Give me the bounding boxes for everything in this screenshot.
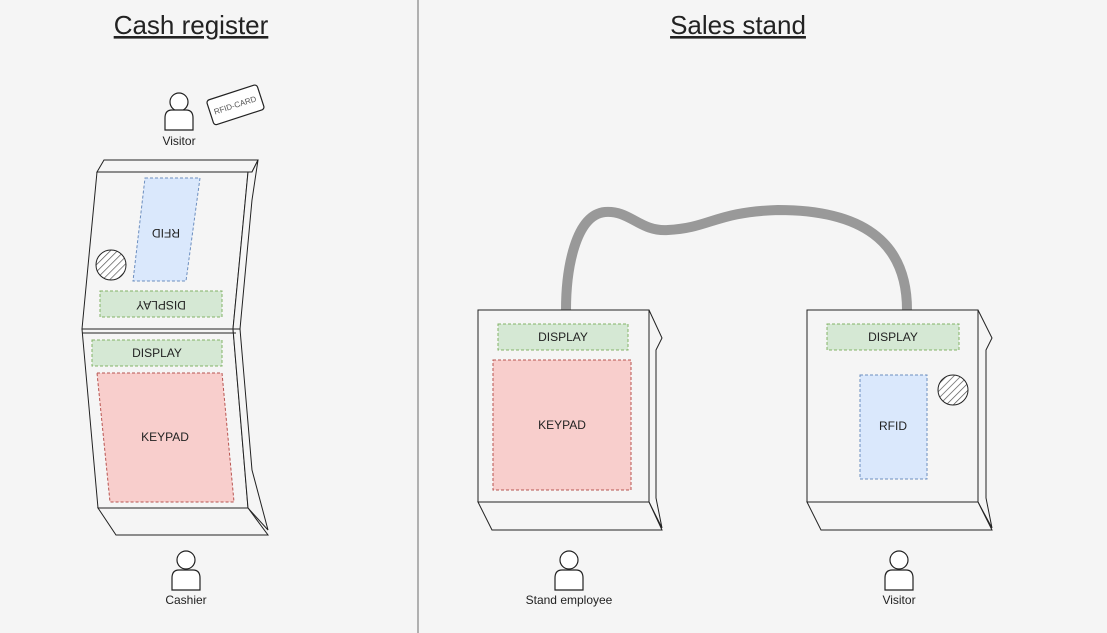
visitor-label: Visitor — [162, 134, 195, 148]
stand-right-rfid: RFID — [859, 374, 928, 480]
stand-right-display-label: DISPLAY — [868, 330, 918, 344]
stand-right-display: DISPLAY — [826, 323, 960, 351]
stand-left-display: DISPLAY — [497, 323, 629, 351]
cash-register-keypad: KEYPAD — [96, 372, 235, 503]
cashier-label: Cashier — [165, 593, 206, 607]
display-top-label: DISPLAY — [136, 298, 186, 312]
stand-left-keypad: KEYPAD — [492, 359, 632, 491]
stand-employee-icon — [554, 550, 584, 591]
cashier-icon — [171, 550, 201, 591]
keypad-label: KEYPAD — [141, 430, 189, 444]
sales-stand-title: Sales stand — [670, 10, 806, 40]
display-bottom-label: DISPLAY — [132, 346, 182, 360]
scanner-icon — [95, 249, 127, 281]
rfid-card: RFID-CARD — [206, 84, 265, 126]
rfid-zone-label: RFID — [152, 226, 180, 240]
connection-cable — [561, 204, 912, 311]
stand-employee-label: Stand employee — [526, 593, 613, 607]
stand-scanner-icon — [937, 374, 969, 406]
cash-register-display-bottom: DISPLAY — [91, 339, 223, 367]
cash-register-title: Cash register — [114, 10, 269, 40]
stand-left-keypad-label: KEYPAD — [538, 418, 586, 432]
stand-visitor-icon — [884, 550, 914, 591]
stand-visitor-label: Visitor — [882, 593, 915, 607]
cash-register-display-top: DISPLAY — [99, 290, 223, 318]
stand-right-rfid-label: RFID — [879, 419, 907, 433]
cash-register-rfid-zone: RFID — [132, 177, 201, 282]
visitor-icon — [164, 92, 194, 131]
stand-left-display-label: DISPLAY — [538, 330, 588, 344]
